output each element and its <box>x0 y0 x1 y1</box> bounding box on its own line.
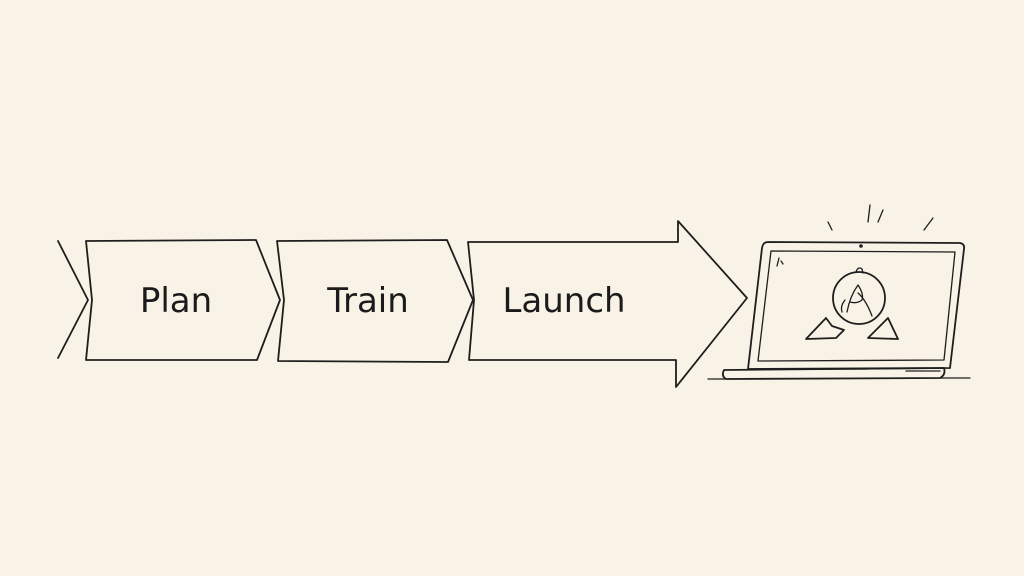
step-launch: Launch <box>467 220 748 388</box>
screen-corner-mark <box>776 257 784 267</box>
step-plan-label: Plan <box>140 281 212 321</box>
step-train-label: Train <box>326 281 409 321</box>
excitement-mark-1 <box>827 221 833 231</box>
launch-emblem-icon <box>805 267 899 340</box>
step-launch-arrow-shape <box>467 220 748 388</box>
laptop-lid <box>747 241 966 370</box>
leading-chevron-fragment <box>57 240 89 359</box>
step-train: Train <box>276 239 474 363</box>
excitement-mark-3 <box>877 209 884 223</box>
excitement-mark-4 <box>923 217 934 231</box>
webcam-dot <box>859 244 863 248</box>
step-plan: Plan <box>85 239 281 361</box>
laptop-icon <box>707 204 971 380</box>
step-plan-shape <box>85 239 281 361</box>
ground-line <box>707 377 971 380</box>
laptop-screen <box>757 250 956 362</box>
step-launch-label: Launch <box>502 281 625 321</box>
excitement-mark-2 <box>867 204 871 223</box>
step-train-shape <box>276 239 474 363</box>
